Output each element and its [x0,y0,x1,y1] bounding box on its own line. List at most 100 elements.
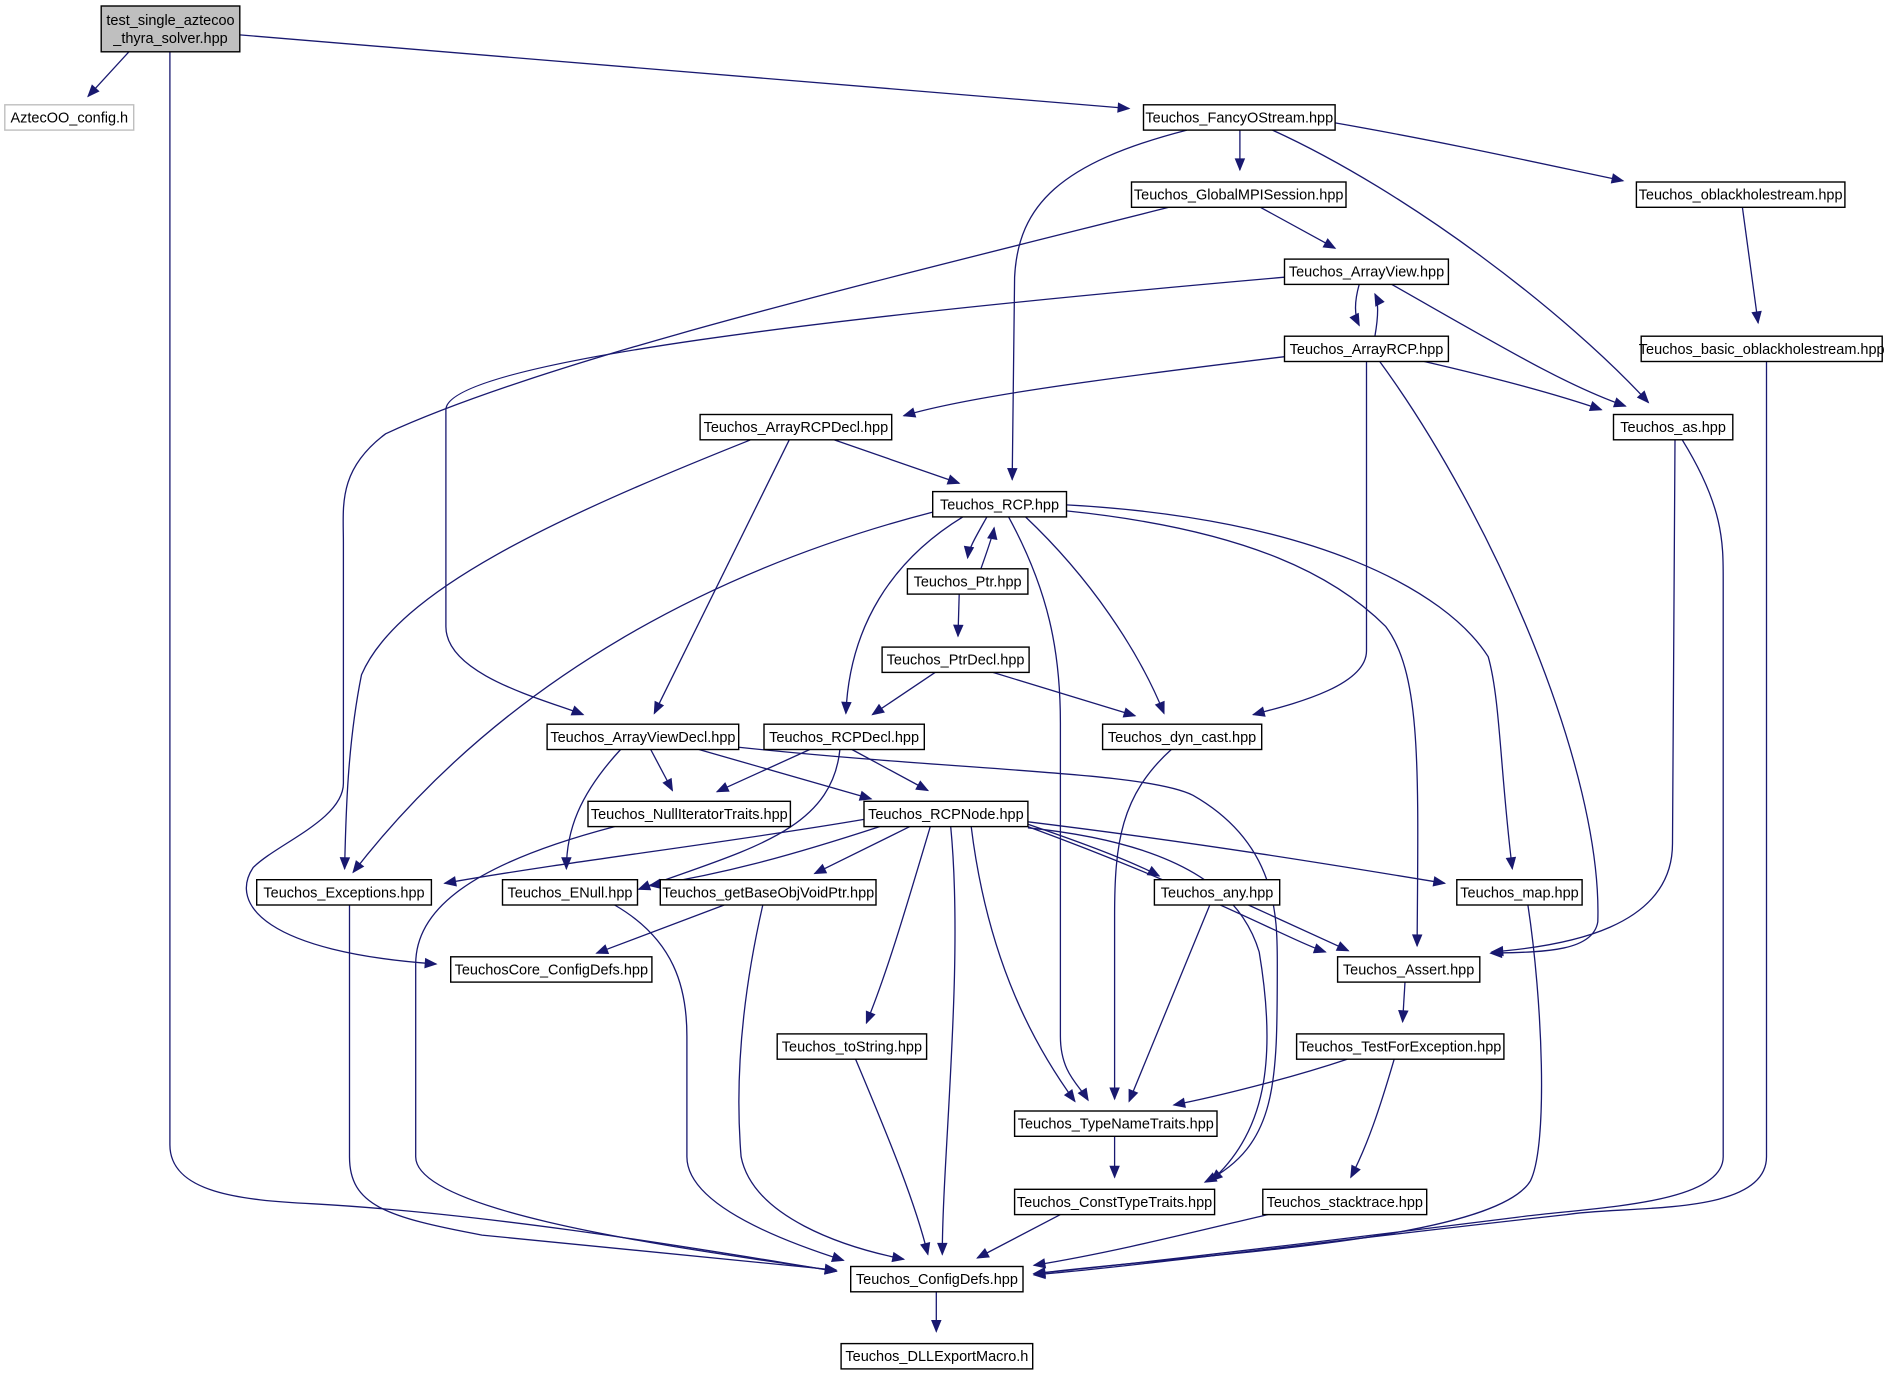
node-aztecoo_config[interactable]: AztecOO_config.h [4,104,135,131]
node-nulliter[interactable]: Teuchos_NullIteratorTraits.hpp [587,800,792,828]
arrowhead-icon [1032,1258,1047,1269]
node-stacktrace[interactable]: Teuchos_stacktrace.hpp [1262,1188,1428,1216]
node-exceptions[interactable]: Teuchos_Exceptions.hpp [256,879,433,906]
arrowhead-icon [830,1251,845,1262]
edge-rcp-to-rcpdecl [841,516,964,715]
node-root[interactable]: test_single_aztecoo_thyra_solver.hpp [100,5,241,53]
edge-globalmpi-to-arrayview [1260,206,1337,249]
edge-arrayrcp-to-as [1424,360,1603,411]
arrowhead-icon [662,777,674,792]
node-rcpnode[interactable]: Teuchos_RCPNode.hpp [863,800,1029,828]
edge-rcpnode-to-map [1027,821,1447,887]
node-label: Teuchos_getBaseObjVoidPtr.hpp [662,885,874,901]
edge-dyncast-to-typename [1109,749,1172,1101]
node-dyncast[interactable]: Teuchos_dyn_cast.hpp [1101,723,1263,751]
node-box [1283,335,1450,363]
node-box [1635,181,1846,208]
node-box [1336,956,1481,983]
node-arrayrcpdecl[interactable]: Teuchos_ArrayRCPDecl.hpp [699,413,893,441]
node-oblackhole[interactable]: Teuchos_oblackholestream.hpp [1635,181,1846,208]
edge-basic_oblackhole-to-configdefs [1032,361,1768,1280]
node-typename[interactable]: Teuchos_TypeNameTraits.hpp [1013,1110,1218,1137]
node-ptrdecl[interactable]: Teuchos_PtrDecl.hpp [881,646,1030,674]
node-ptr[interactable]: Teuchos_Ptr.hpp [906,568,1029,595]
node-box [501,879,639,906]
node-tostring[interactable]: Teuchos_toString.hpp [776,1033,928,1060]
node-getbase[interactable]: Teuchos_getBaseObjVoidPtr.hpp [659,879,877,906]
edge-line [1491,439,1676,953]
edge-testforexc-to-stacktrace [1350,1059,1395,1179]
node-arrayviewdecl[interactable]: Teuchos_ArrayViewDecl.hpp [546,723,740,751]
edge-line [348,905,837,1271]
arrowhead-icon [1109,1165,1120,1179]
edge-line [1391,283,1626,407]
node-enull[interactable]: Teuchos_ENull.hpp [501,879,639,906]
node-configdefs[interactable]: Teuchos_ConfigDefs.hpp [850,1265,1024,1293]
node-rcp[interactable]: Teuchos_RCP.hpp [932,490,1068,518]
edge-rcpnode-to-configdefs [937,826,956,1256]
arrowhead-icon [1374,292,1385,307]
edge-line [1027,827,1268,1182]
edge-line [1334,122,1624,182]
edge-line [1173,1058,1348,1106]
node-box [932,490,1068,518]
edge-line [1253,361,1368,716]
edge-arrayview-to-arrayviewdecl [445,276,1285,716]
node-consttype[interactable]: Teuchos_ConstTypeTraits.hpp [1013,1188,1216,1216]
edge-ptr-to-rcp [980,526,998,570]
edge-line [1027,823,1160,877]
node-box [1101,723,1263,751]
node-coreconfig[interactable]: TeuchosCore_ConfigDefs.hpp [450,956,653,983]
edge-rcpnode-to-typename [970,826,1076,1103]
arrowhead-icon [653,700,665,715]
arrowhead-icon [871,703,885,716]
node-box [1456,879,1583,906]
node-label: Teuchos_ENull.hpp [508,885,633,901]
node-box [776,1033,928,1060]
edge-arrayrcp-to-arrayrcpdecl [902,356,1285,418]
arrowhead-icon [443,876,457,887]
node-box [1262,1188,1428,1216]
node-assert[interactable]: Teuchos_Assert.hpp [1336,956,1481,983]
edge-rcp-to-exceptions [352,511,933,874]
edge-arrayviewdecl-to-nulliter [650,749,674,792]
node-dllexport[interactable]: Teuchos_DLLExportMacro.h [840,1342,1034,1370]
node-arrayrcp[interactable]: Teuchos_ArrayRCP.hpp [1283,335,1450,363]
node-arrayview[interactable]: Teuchos_ArrayView.hpp [1283,258,1450,286]
arrowhead-icon [915,780,930,792]
arrowhead-icon [1128,1088,1139,1103]
node-box [659,879,877,906]
edge-line [976,1214,1061,1259]
arrowhead-icon [1610,173,1625,184]
arrowhead-icon [1312,943,1327,954]
edge-line [653,439,790,714]
node-basic_oblackhole[interactable]: Teuchos_basic_oblackholestream.hpp [1639,335,1885,363]
edge-line [970,826,1076,1102]
edge-map-to-configdefs [1032,904,1543,1278]
edge-fancyostream-to-rcp [1007,129,1188,481]
node-fancyostream[interactable]: Teuchos_FancyOStream.hpp [1142,104,1336,131]
edge-line [596,904,725,954]
node-any[interactable]: Teuchos_any.hpp [1153,879,1281,906]
node-testforexc[interactable]: Teuchos_TestForException.hpp [1295,1033,1505,1060]
arrowhead-icon [352,860,365,874]
node-globalmpi[interactable]: Teuchos_GlobalMPISession.hpp [1130,181,1347,208]
edge-line [1272,129,1649,403]
edge-line [1260,206,1336,249]
node-box [1295,1033,1505,1060]
edge-root-to-configdefs [169,51,838,1275]
arrowhead-icon [1109,1087,1120,1101]
edge-line [872,671,936,716]
node-as[interactable]: Teuchos_as.hpp [1612,413,1734,441]
arrowhead-icon [87,84,100,98]
edge-line [445,276,1285,716]
arrowhead-icon [1234,158,1246,172]
arrowhead-icon [1612,397,1627,408]
node-rcpdecl[interactable]: Teuchos_RCPDecl.hpp [763,723,926,751]
arrowhead-icon [424,957,438,969]
edge-as-to-assert [1490,439,1676,957]
node-map[interactable]: Teuchos_map.hpp [1456,879,1583,906]
node-label: Teuchos_Exceptions.hpp [263,885,424,901]
edge-line [1033,439,1724,1275]
edge-line [738,904,904,1260]
